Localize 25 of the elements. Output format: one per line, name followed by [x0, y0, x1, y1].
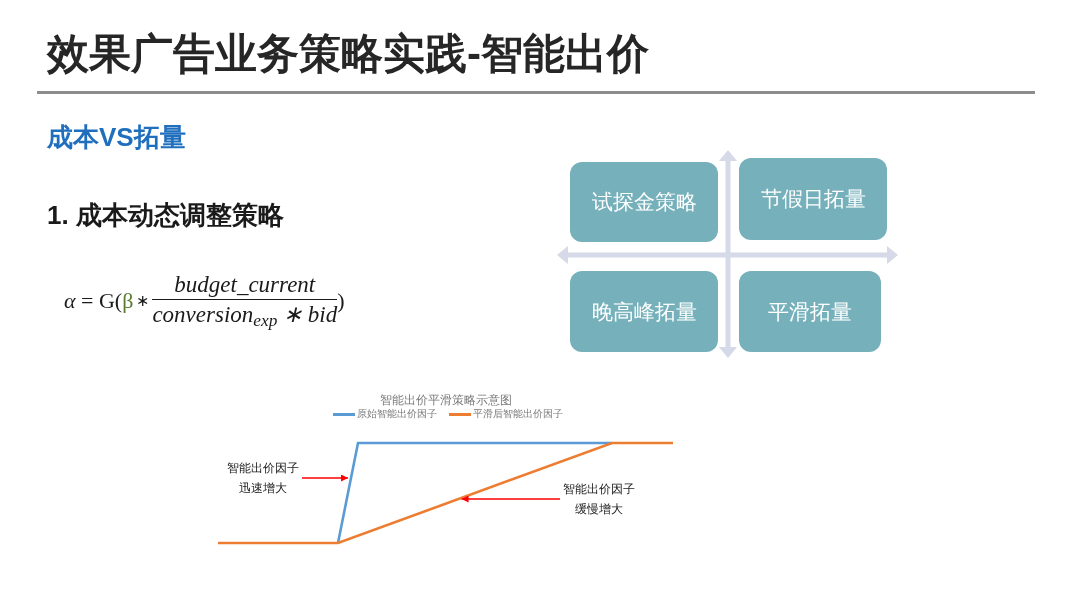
quadrant-box	[570, 271, 718, 352]
legend-label: 平滑后智能出价因子	[473, 407, 563, 421]
leader-arrow	[460, 495, 561, 503]
formula-text: ∗	[136, 290, 150, 311]
section-heading: 成本VS拓量	[47, 121, 186, 154]
quadrant-label: 平滑拓量	[768, 298, 852, 325]
page-title: 效果广告业务策略实践-智能出价	[47, 29, 649, 79]
annotation-text: 智能出价因子缓慢增大	[560, 478, 638, 520]
formula-symbol: β	[122, 287, 134, 315]
formula-text: α = G(	[64, 287, 123, 315]
quadrant-box	[570, 162, 718, 242]
quadrant-label: 试探金策略	[591, 189, 697, 215]
quadrant-label: 晚高峰拓量	[591, 298, 697, 325]
chart-title: 智能出价平滑策略示意图	[380, 392, 512, 408]
formula-numerator: budget_current	[173, 271, 317, 299]
formula-text: )	[337, 287, 345, 313]
subsection-heading: 1. 成本动态调整策略	[47, 199, 284, 232]
quadrant-box	[739, 271, 881, 352]
annotation-text: 智能出价因子迅速增大	[224, 457, 302, 499]
chart-line	[218, 441, 673, 545]
quadrant-box	[739, 158, 887, 240]
leader-arrow	[301, 474, 349, 482]
formula-denominator: conversion$_{exp}$ ∗ bid	[152, 302, 338, 330]
quadrant-label: 节假日拓量	[760, 186, 866, 212]
legend-label: 原始智能出价因子	[357, 407, 437, 421]
